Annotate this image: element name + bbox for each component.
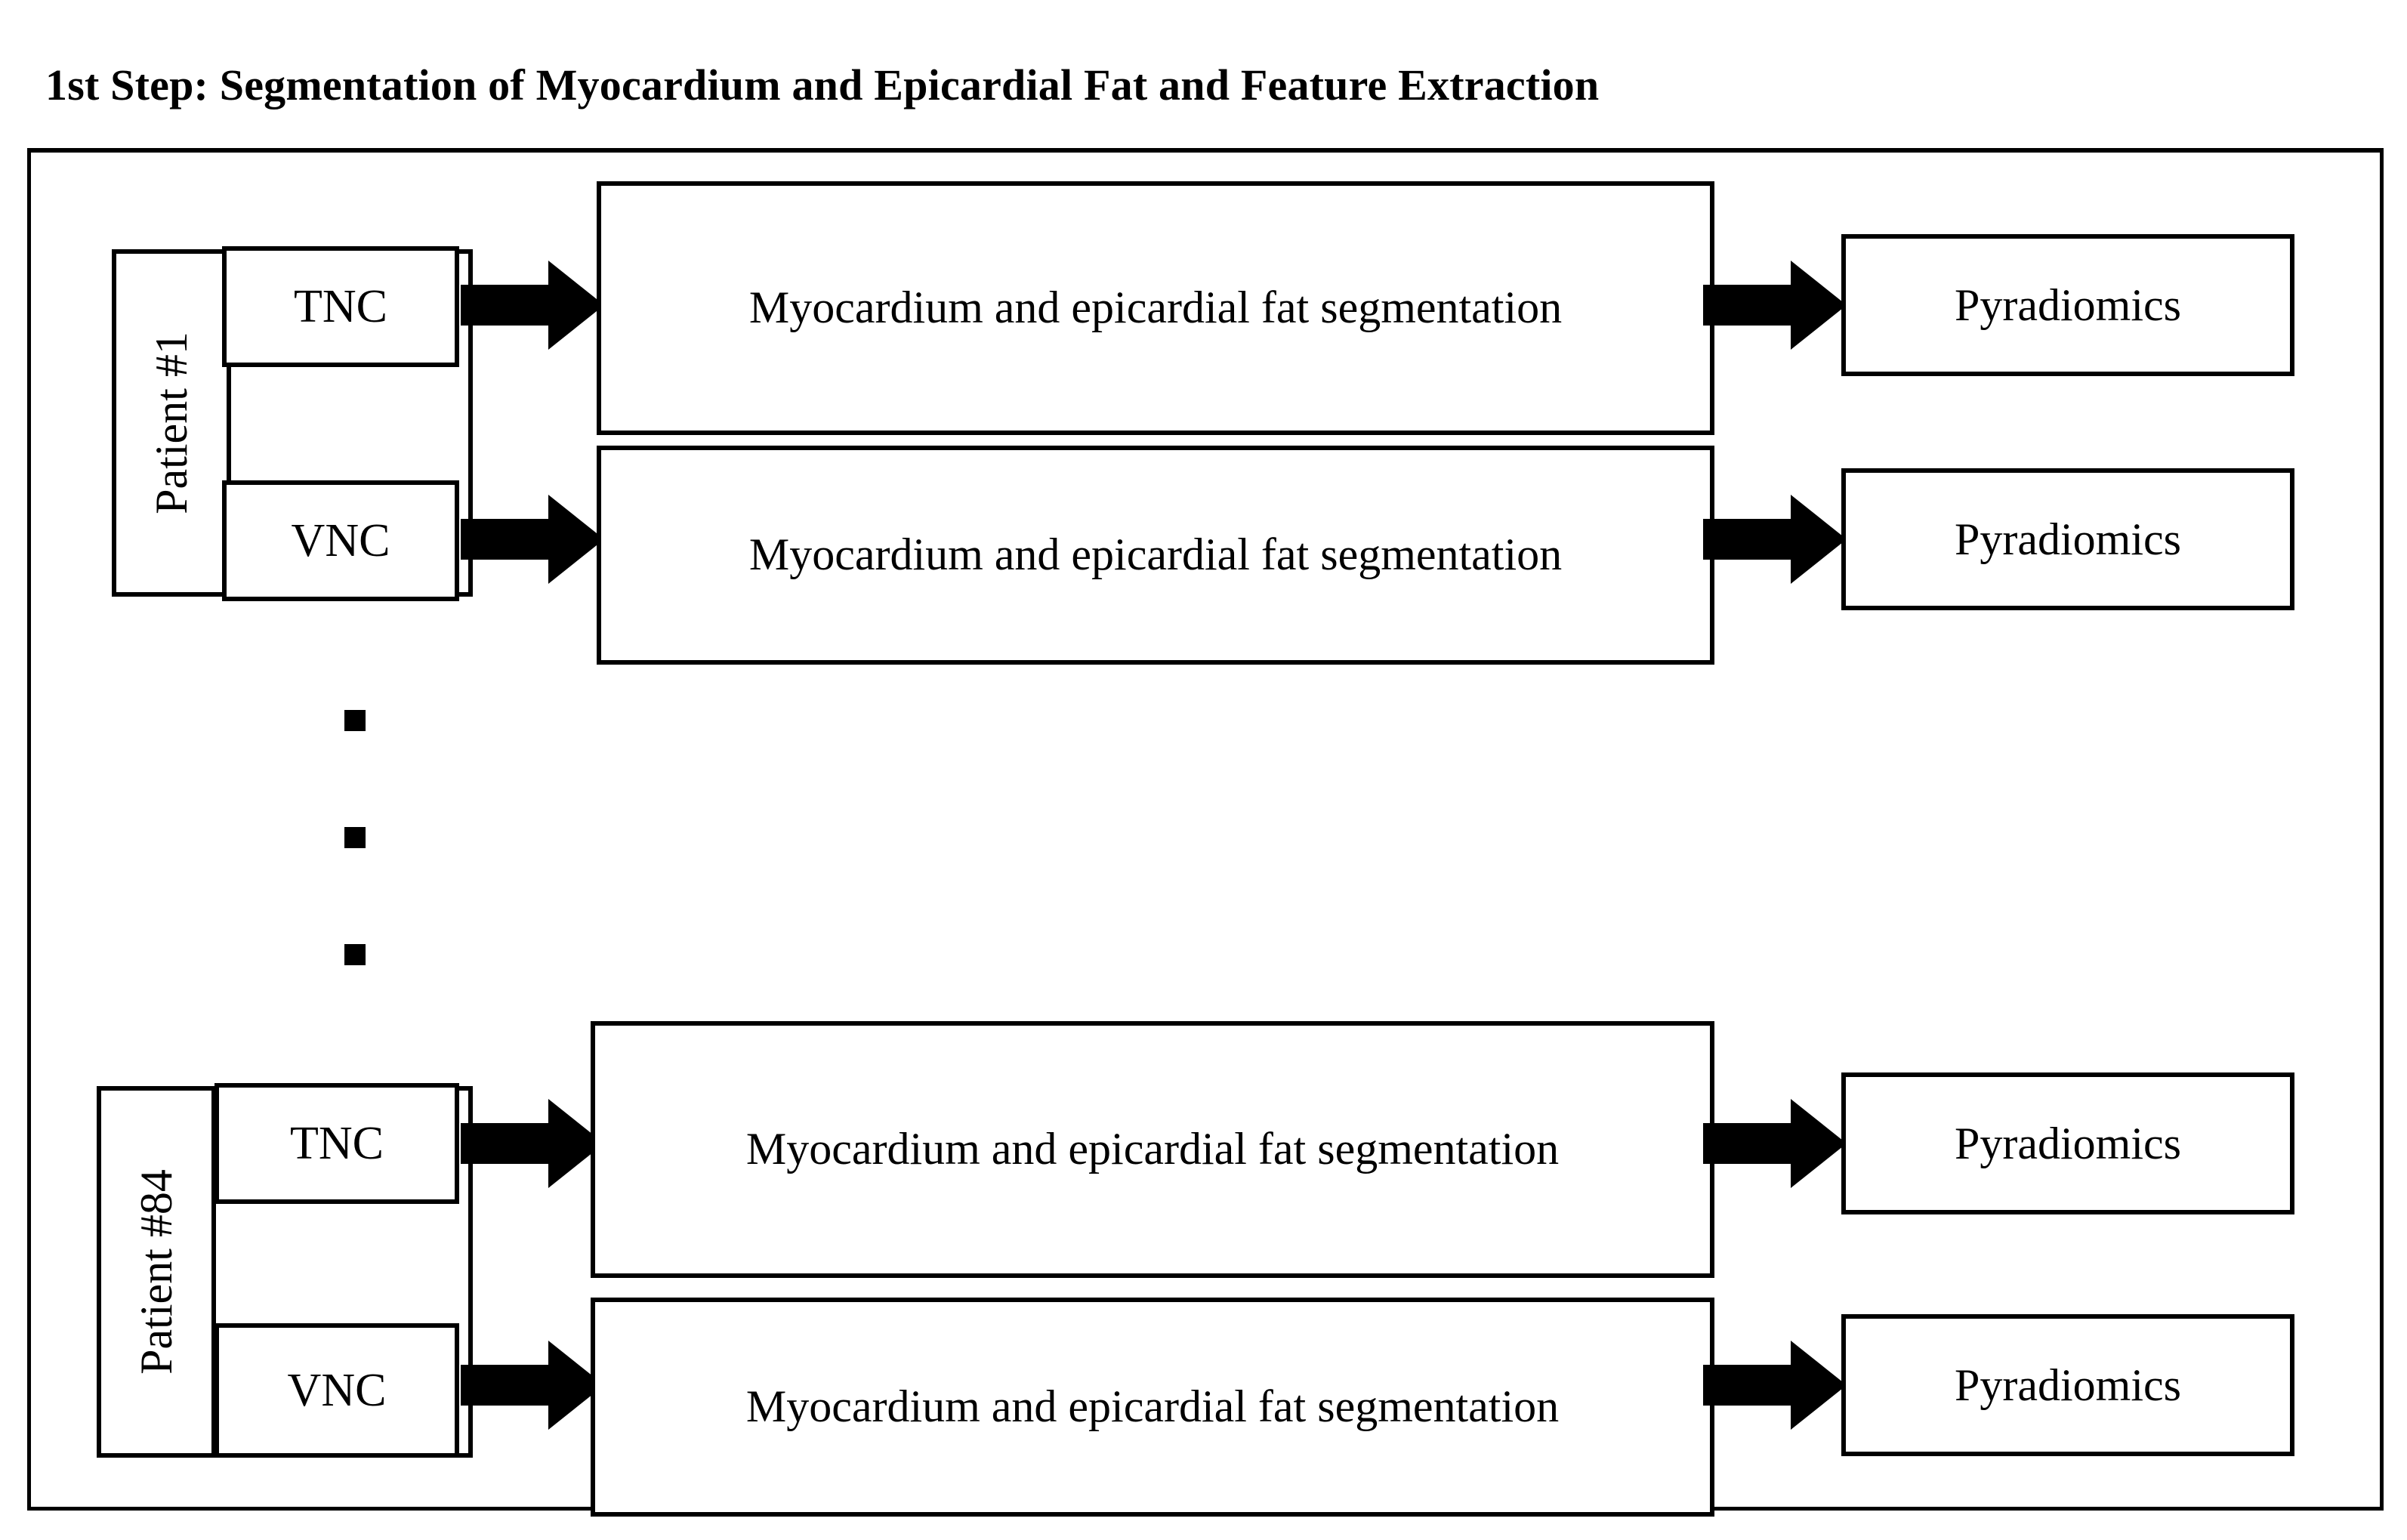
- pyradiomics-box-vnc-patient-84[interactable]: Pyradiomics: [1841, 1314, 2294, 1456]
- pyradiomics-label-vnc-84: Pyradiomics: [1955, 1359, 2181, 1410]
- ellipsis-dot-1: [344, 710, 366, 731]
- segmentation-label-tnc-84: Myocardium and epicardial fat segmentati…: [745, 1124, 1560, 1174]
- scan-box-vnc-patient-84[interactable]: VNC: [214, 1323, 459, 1458]
- block-arrow-right-icon: [1703, 495, 1847, 584]
- pyradiomics-label-tnc-1: Pyradiomics: [1955, 279, 2181, 330]
- pyradiomics-box-tnc-patient-84[interactable]: Pyradiomics: [1841, 1072, 2294, 1214]
- scan-label-vnc-84: VNC: [287, 1364, 387, 1416]
- block-arrow-right-icon: [1703, 261, 1847, 350]
- scan-label-tnc-84: TNC: [290, 1117, 384, 1169]
- patient-label-cell-1: Patient #1: [116, 254, 231, 592]
- segmentation-label-vnc-1: Myocardium and epicardial fat segmentati…: [748, 529, 1563, 580]
- segmentation-box-tnc-patient-84[interactable]: Myocardium and epicardial fat segmentati…: [591, 1021, 1714, 1278]
- figure-title: 1st Step: Segmentation of Myocardium and…: [45, 60, 1600, 110]
- scan-box-tnc-patient-84[interactable]: TNC: [214, 1083, 459, 1204]
- block-arrow-right-icon: [1703, 1341, 1847, 1430]
- pyradiomics-box-tnc-patient-1[interactable]: Pyradiomics: [1841, 234, 2294, 376]
- segmentation-label-tnc-1: Myocardium and epicardial fat segmentati…: [748, 282, 1563, 333]
- scan-box-vnc-patient-1[interactable]: VNC: [222, 480, 459, 601]
- block-arrow-right-icon: [461, 1099, 604, 1188]
- patient-label-84: Patient #84: [131, 1169, 182, 1375]
- patient-label-cell-84: Patient #84: [101, 1091, 216, 1453]
- segmentation-label-vnc-84: Myocardium and epicardial fat segmentati…: [745, 1381, 1560, 1432]
- pyradiomics-label-tnc-84: Pyradiomics: [1955, 1118, 2181, 1168]
- pyradiomics-box-vnc-patient-1[interactable]: Pyradiomics: [1841, 468, 2294, 610]
- scan-box-tnc-patient-1[interactable]: TNC: [222, 246, 459, 367]
- ellipsis-dot-2: [344, 827, 366, 848]
- block-arrow-right-icon: [461, 1341, 604, 1430]
- pyradiomics-label-vnc-1: Pyradiomics: [1955, 514, 2181, 564]
- segmentation-box-vnc-patient-84[interactable]: Myocardium and epicardial fat segmentati…: [591, 1298, 1714, 1517]
- scan-label-tnc-1: TNC: [294, 280, 387, 332]
- patient-label-1: Patient #1: [147, 332, 197, 514]
- segmentation-box-tnc-patient-1[interactable]: Myocardium and epicardial fat segmentati…: [597, 181, 1714, 435]
- segmentation-box-vnc-patient-1[interactable]: Myocardium and epicardial fat segmentati…: [597, 446, 1714, 665]
- scan-label-vnc-1: VNC: [291, 514, 390, 566]
- block-arrow-right-icon: [1703, 1099, 1847, 1188]
- ellipsis-dot-3: [344, 944, 366, 965]
- figure-header-band: 1st Step: Segmentation of Myocardium and…: [27, 23, 2384, 153]
- block-arrow-right-icon: [461, 261, 604, 350]
- block-arrow-right-icon: [461, 495, 604, 584]
